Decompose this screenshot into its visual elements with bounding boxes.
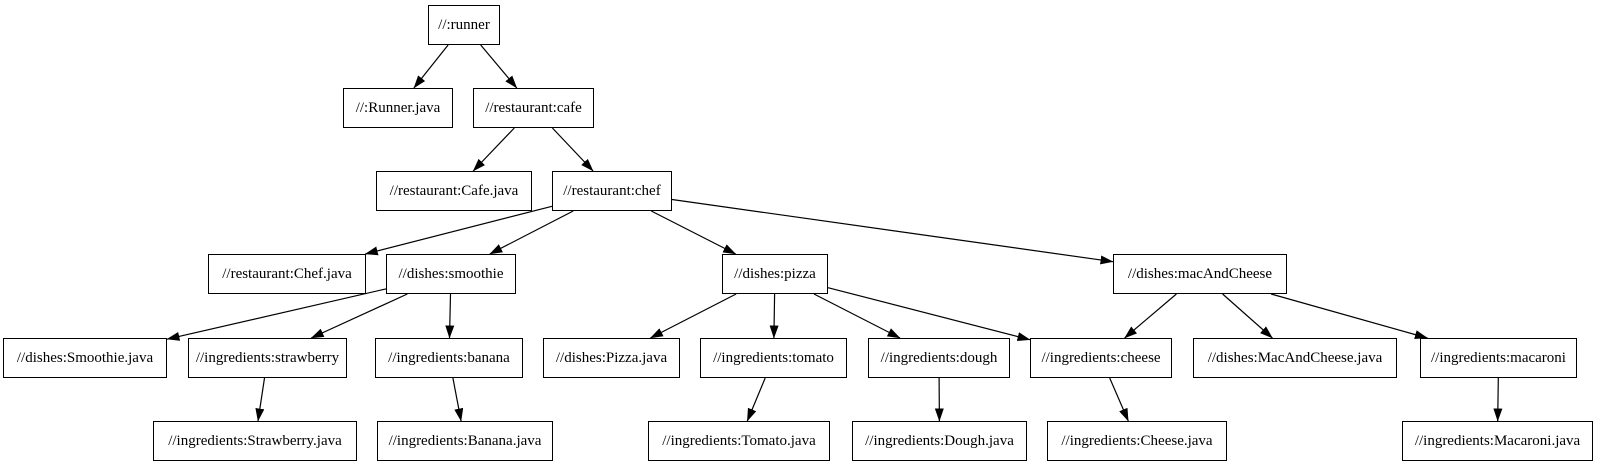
graph-node-smoothie: //dishes:smoothie [386,254,516,294]
edge-smoothie-banana [445,293,455,339]
graph-node-tomato_java: //ingredients:Tomato.java [648,421,830,461]
edge-macandcheese-macaroni [1270,293,1428,339]
edge-smoothie-strawberry [310,293,408,339]
edge-runner-cafe [480,44,518,89]
graph-node-macaroni: //ingredients:macaroni [1420,338,1577,378]
graph-node-macandcheese_java: //dishes:MacAndCheese.java [1193,338,1397,378]
edge-cafe-chef [551,127,594,172]
edge-chef-macandcheese [671,198,1114,265]
graph-node-banana: //ingredients:banana [375,338,523,378]
edge-banana-banana_java [452,377,464,422]
edge-pizza-cheese [827,287,1031,341]
graph-node-cheese_java: //ingredients:Cheese.java [1047,421,1227,461]
edge-cafe-cafe_java [472,127,515,172]
edge-chef-smoothie [489,210,574,255]
edge-chef-chef_java [364,205,553,256]
graph-node-pizza_java: //dishes:Pizza.java [543,338,680,378]
edge-tomato-tomato_java [746,377,766,422]
edge-pizza-tomato [769,293,779,339]
graph-node-runner: //:runner [428,5,500,45]
graph-node-dough_java: //ingredients:Dough.java [852,421,1027,461]
graph-node-smoothie_java: //dishes:Smoothie.java [3,338,167,378]
graph-node-cheese: //ingredients:cheese [1030,338,1172,378]
edge-macandcheese-cheese [1124,293,1177,339]
graph-node-macaroni_java: //ingredients:Macaroni.java [1402,421,1593,461]
graph-node-chef_java: //restaurant:Chef.java [208,254,366,294]
graph-node-tomato: //ingredients:tomato [700,338,847,378]
graph-node-banana_java: //ingredients:Banana.java [377,421,553,461]
graph-node-macandcheese: //dishes:macAndCheese [1113,254,1287,294]
edge-macandcheese-macandcheese_java [1222,293,1273,339]
graph-node-runner_java: //:Runner.java [343,88,453,128]
edge-pizza-pizza_java [649,293,737,339]
graph-node-strawberry_java: //ingredients:Strawberry.java [153,421,357,461]
graph-node-strawberry: //ingredients:strawberry [188,338,347,378]
graph-node-cafe: //restaurant:cafe [473,88,594,128]
graph-node-pizza: //dishes:pizza [722,254,828,294]
edge-smoothie-smoothie_java [166,288,387,341]
edge-pizza-dough [813,293,901,339]
edge-strawberry-strawberry_java [255,377,266,422]
edge-macaroni-macaroni_java [1493,377,1503,422]
edge-runner-runner_java [413,44,449,89]
graph-node-chef: //restaurant:chef [552,171,672,211]
edge-chef-pizza [651,210,737,255]
graph-node-dough: //ingredients:dough [868,338,1010,378]
graph-node-cafe_java: //restaurant:Cafe.java [376,171,532,211]
edge-cheese-cheese_java [1109,377,1129,422]
